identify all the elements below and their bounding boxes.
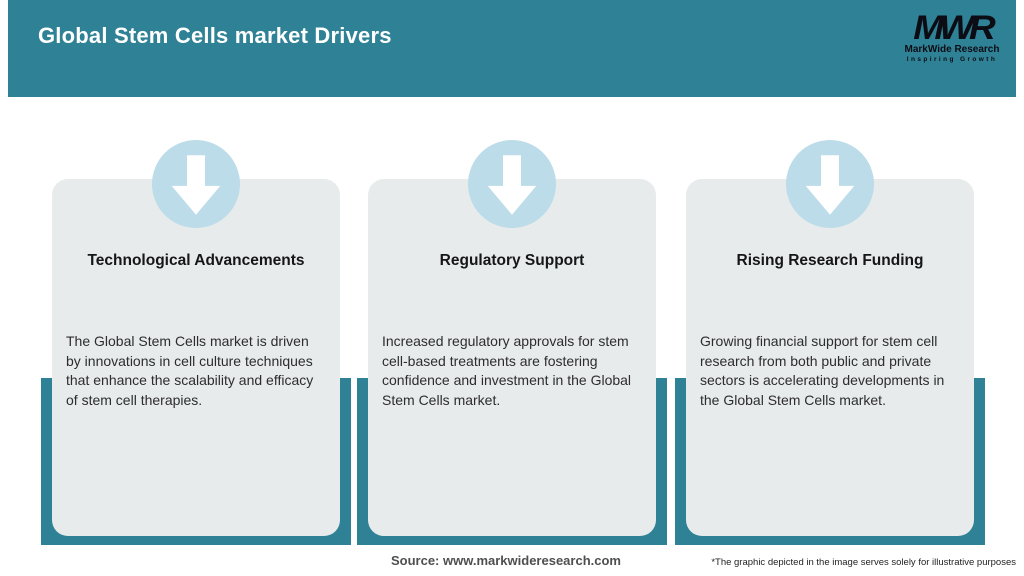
markwide-research-logo: MWR MarkWide Research Inspiring Growth [900,9,1004,63]
card-body-text: Increased regulatory approvals for stem … [382,333,632,408]
card-panel: Rising Research Funding Growing financia… [686,179,974,536]
card-panel: Technological Advancements The Global St… [52,179,340,536]
down-arrow-icon [152,140,240,228]
header-bar: Global Stem Cells market Drivers MWR Mar… [8,0,1016,97]
logo-name: MarkWide Research [904,44,1000,55]
down-arrow-icon [786,140,874,228]
card-body-text: The Global Stem Cells market is driven b… [66,333,314,408]
card-title: Regulatory Support [439,252,585,269]
card-title: Rising Research Funding [736,252,924,269]
card-body-text: Growing financial support for stem cell … [700,333,945,408]
source-text: Source: www.markwideresearch.com [390,553,621,568]
card-panel: Regulatory Support Increased regulatory … [368,179,656,536]
page-title: Global Stem Cells market Drivers [38,23,392,48]
disclaimer-text: *The graphic depicted in the image serve… [711,557,1016,568]
logo-tagline: Inspiring Growth [906,56,998,63]
down-arrow-icon [468,140,556,228]
card-title: Technological Advancements [87,252,305,269]
logo-monogram: MWR [913,8,995,47]
